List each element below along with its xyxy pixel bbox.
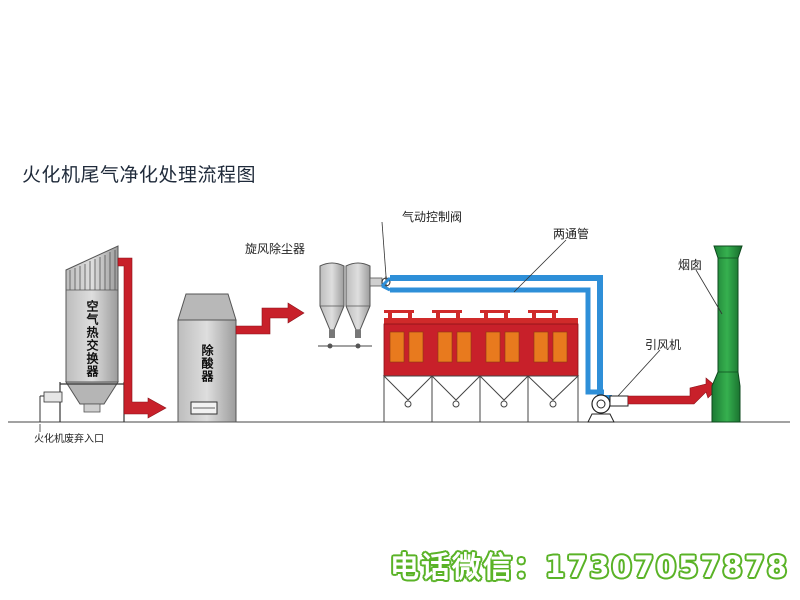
diagram-title: 火化机尾气净化处理流程图 — [22, 164, 257, 186]
label-pneumatic-valve: 气动控制阀 — [402, 210, 463, 224]
leader-lines — [39, 221, 723, 432]
chimney — [711, 245, 743, 423]
label-cremator-inlet: 火化机废弃入口 — [34, 434, 104, 445]
label-cyclone-dust: 旋风除尘器 — [245, 242, 306, 256]
label-chimney: 烟囱 — [678, 258, 703, 272]
acid-removal-tower — [177, 293, 237, 423]
contact-watermark: 电话微信：17307057878 — [390, 550, 789, 584]
cyclone-dust-collector — [318, 262, 383, 349]
filter-units — [382, 310, 580, 422]
flow-arrow-2 — [235, 302, 305, 335]
flow-arrow-1 — [117, 257, 167, 419]
air-heat-exchanger — [39, 245, 125, 422]
induced-fan — [587, 394, 629, 423]
label-two-way-pipe: 两通管 — [553, 227, 590, 241]
label-air-heat-exchanger: 空气热交换器 — [85, 300, 99, 378]
flow-arrow-3 — [627, 377, 719, 405]
label-induced-fan: 引风机 — [645, 338, 682, 352]
label-acid-removal: 除酸器 — [200, 344, 214, 383]
